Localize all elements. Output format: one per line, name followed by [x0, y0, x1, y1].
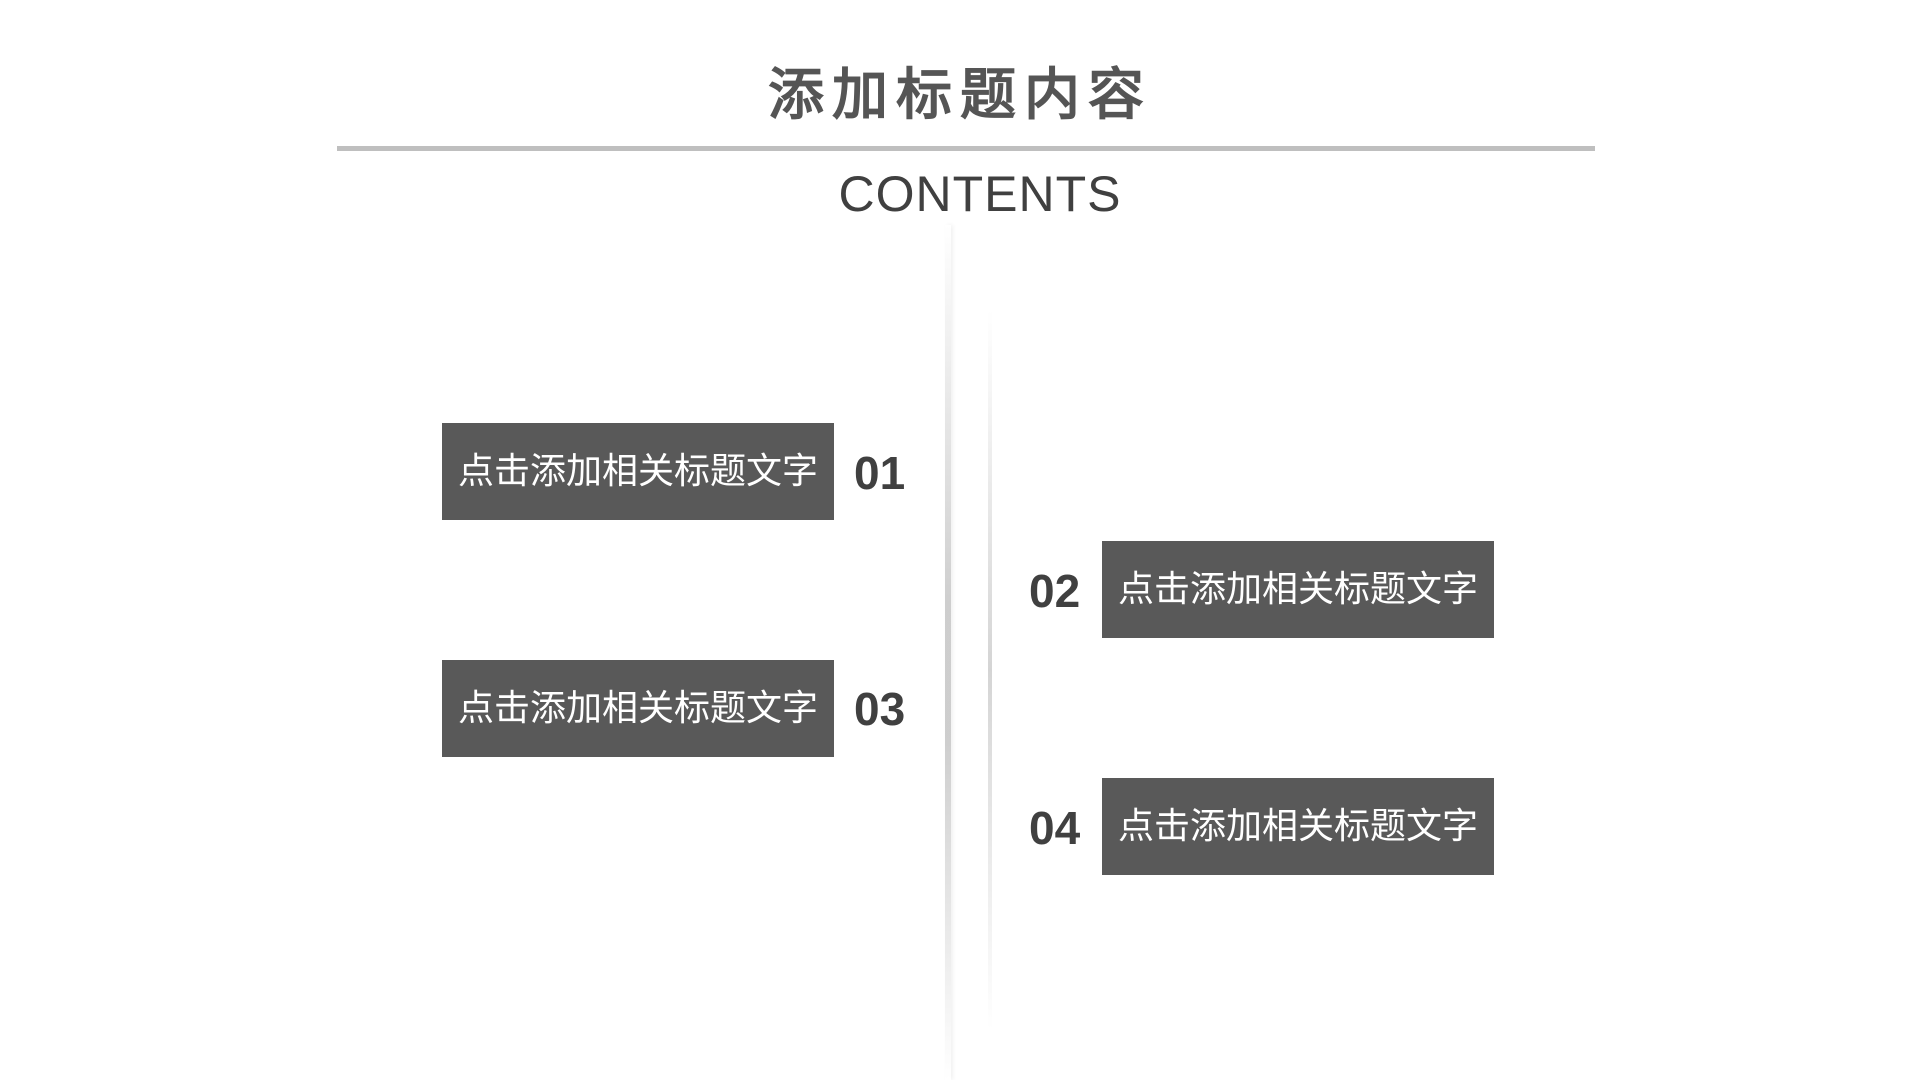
center-divider-right	[988, 310, 992, 1030]
contents-item-2-number: 02	[1029, 565, 1081, 617]
page-subtitle: CONTENTS	[838, 166, 1122, 222]
contents-item-3-number: 03	[854, 683, 906, 735]
contents-item-1-label[interactable]: 点击添加相关标题文字	[442, 423, 834, 520]
contents-item-4-number: 04	[1029, 802, 1081, 854]
contents-item-2-label[interactable]: 点击添加相关标题文字	[1102, 541, 1494, 638]
contents-item-1-number: 01	[854, 447, 906, 499]
center-divider-left	[945, 225, 951, 1080]
contents-item-3-label[interactable]: 点击添加相关标题文字	[442, 660, 834, 757]
page-title: 添加标题内容	[768, 63, 1152, 128]
contents-item-4-label[interactable]: 点击添加相关标题文字	[1102, 778, 1494, 875]
title-divider	[337, 146, 1595, 151]
